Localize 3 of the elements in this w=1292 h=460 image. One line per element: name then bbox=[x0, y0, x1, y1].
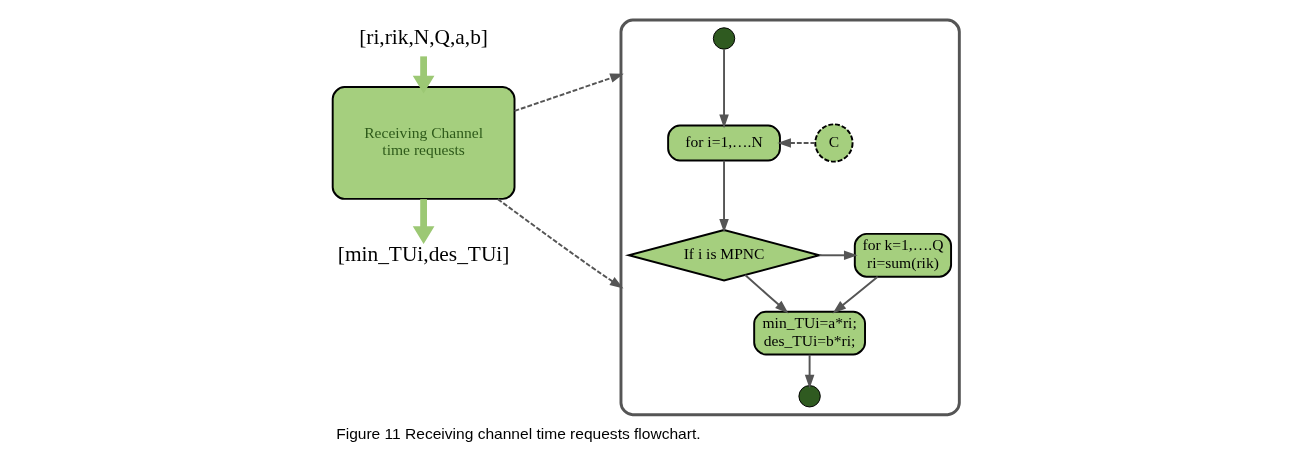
caption: Figure 11 Receiving channel time requests flowchart. bbox=[335, 424, 701, 442]
node-text: [min_TUi,des_TUi] bbox=[337, 241, 509, 266]
node-text: [ri,rik,N,Q,a,b] bbox=[358, 24, 488, 49]
